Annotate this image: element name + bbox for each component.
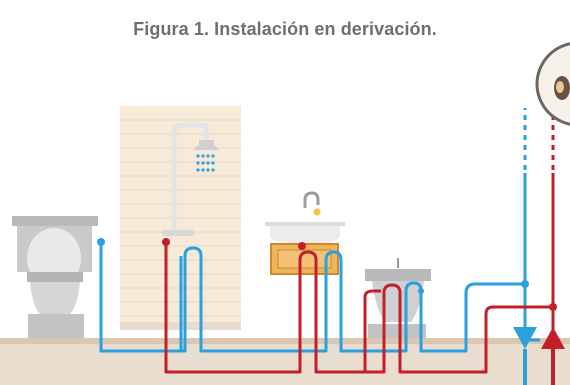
hot-water-outlet-arrow <box>541 327 565 385</box>
toilet-icon <box>12 216 98 338</box>
floor-edge <box>0 338 570 344</box>
water-heater-icon <box>535 42 570 126</box>
cold-water-inlet-arrow <box>513 327 537 385</box>
hot-water-nodes <box>162 238 557 311</box>
sink-icon <box>265 191 345 275</box>
floor <box>0 338 570 385</box>
figure-title: Figura 1. Instalación en derivación. <box>133 19 437 39</box>
shower-icon <box>162 122 219 236</box>
cold-water-nodes <box>97 238 529 294</box>
